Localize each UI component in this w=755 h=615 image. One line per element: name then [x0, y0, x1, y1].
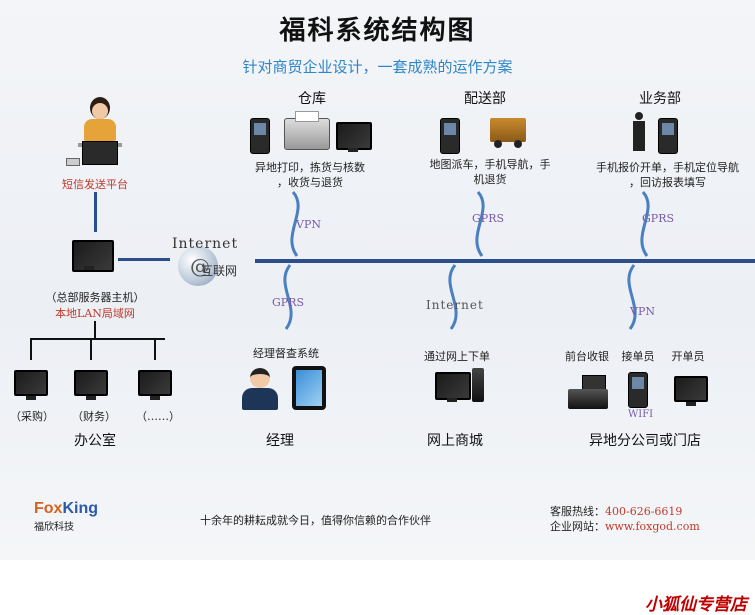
logo-text-fox: Fox — [34, 500, 63, 517]
office-item-label: （采购） — [10, 410, 54, 423]
manager-label: 经理 — [266, 433, 294, 449]
branch-monitor-icon — [674, 376, 708, 406]
sms-to-server-line — [94, 192, 97, 232]
website-link[interactable]: www.foxgod.com — [605, 520, 700, 533]
branch-link-label: VPN — [630, 305, 655, 318]
sales-desc-line-2: ，回访报表填写 — [629, 176, 706, 189]
internet-sublabel: 互联网 — [201, 264, 238, 278]
office-tree-leg-2 — [90, 338, 92, 360]
office-item-label: （财务） — [72, 410, 116, 423]
lan-label: 本地LAN局域网 — [55, 307, 135, 320]
mobile-terminal-icon — [250, 118, 270, 154]
manager-description: 经理督查系统 — [253, 347, 319, 360]
delivery-desc-line-1: 地图派车，手机导航，手 — [429, 158, 551, 171]
wifi-label: WIFI — [628, 409, 654, 420]
delivery-desc-line-2: 机退货 — [473, 173, 507, 186]
office-monitor-icon — [14, 370, 48, 400]
office-item-label: （……） — [136, 410, 180, 423]
sms-platform-label: 短信发送平台 — [62, 178, 128, 191]
shop-label: 网上商城 — [427, 433, 483, 449]
shop-connection-arrow — [448, 264, 458, 330]
internet-globe-icon: @ — [178, 246, 218, 286]
telephone-icon — [66, 158, 80, 166]
company-name: 福欣科技 — [34, 522, 74, 533]
internet-label: Internet — [172, 236, 239, 252]
office-tree-trunk — [94, 321, 96, 339]
shop-link-label: Internet — [426, 298, 484, 312]
monitor-icon — [336, 122, 372, 152]
manager-person-icon — [240, 368, 280, 412]
logo-text-king: King — [62, 500, 98, 517]
office-tree-branch — [30, 338, 165, 340]
delivery-heading: 配送部 — [464, 91, 506, 107]
company-logo: FoxKing — [34, 500, 98, 518]
printer-icon — [284, 111, 330, 150]
sales-heading: 业务部 — [639, 91, 681, 107]
branch-item-label: 前台收银 — [565, 350, 609, 363]
warehouse-desc-line-2: ，收货与退货 — [277, 176, 343, 189]
tablet-icon — [292, 366, 326, 410]
office-monitor-icon — [74, 370, 108, 400]
sales-link-label: GPRS — [642, 212, 675, 225]
shop-monitor-icon — [435, 372, 471, 402]
shop-watermark: 小狐仙专营店 — [645, 595, 747, 615]
delivery-link-label: GPRS — [472, 212, 505, 225]
network-backbone-line — [255, 259, 755, 263]
diagram-subtitle: 针对商贸企业设计，一套成熟的运作方案 — [242, 58, 513, 76]
sales-desc-line-1: 手机报价开单，手机定位导航 — [596, 161, 739, 174]
branch-connection-arrow — [627, 264, 637, 330]
delivery-description: 地图派车，手机导航，手 机退货 — [420, 157, 560, 187]
sales-description: 手机报价开单，手机定位导航 ，回访报表填写 — [585, 160, 750, 190]
server-label: （总部服务器主机） — [45, 291, 145, 304]
branch-label: 异地分公司或门店 — [589, 433, 701, 449]
hotline-number: 400-626-6619 — [605, 505, 683, 518]
lan-to-internet-line — [118, 258, 170, 261]
hotline-label: 客服热线： — [550, 505, 605, 518]
hotline-row: 客服热线：400-626-6619 — [550, 503, 682, 519]
office-monitor-icon — [138, 370, 172, 400]
warehouse-description: 异地打印，拣货与核数 ，收货与退货 — [240, 160, 380, 190]
pc-tower-icon — [472, 368, 484, 402]
warehouse-desc-line-1: 异地打印，拣货与核数 — [255, 161, 365, 174]
manager-connection-arrow — [283, 264, 293, 330]
delivery-connection-arrow — [475, 191, 485, 257]
mobile-terminal-icon — [658, 118, 678, 154]
laptop-icon — [82, 141, 118, 165]
office-tree-leg-1 — [30, 338, 32, 360]
warehouse-heading: 仓库 — [298, 91, 326, 107]
warehouse-connection-arrow — [290, 191, 300, 257]
businessman-icon — [632, 112, 646, 152]
shop-description: 通过网上下单 — [424, 350, 490, 363]
diagram-title: 福科系统结构图 — [279, 16, 476, 46]
office-tree-leg-3 — [154, 338, 156, 360]
website-row: 企业网站：www.foxgod.com — [550, 518, 700, 534]
mobile-terminal-icon — [440, 118, 460, 154]
branch-item-label: 接单员 — [621, 350, 655, 363]
branch-item-label: 开单员 — [671, 350, 705, 363]
warehouse-link-label: VPN — [296, 218, 321, 231]
cash-register-icon — [568, 375, 608, 409]
server-monitor-icon — [72, 240, 114, 272]
sales-connection-arrow — [640, 191, 650, 257]
mobile-terminal-icon — [628, 372, 648, 408]
truck-icon — [490, 118, 526, 150]
manager-link-label: GPRS — [272, 296, 305, 309]
slogan-text: 十余年的耕耘成就今日，值得你信赖的合作伙伴 — [200, 514, 431, 527]
office-label: 办公室 — [74, 433, 116, 449]
website-label: 企业网站： — [550, 520, 605, 533]
